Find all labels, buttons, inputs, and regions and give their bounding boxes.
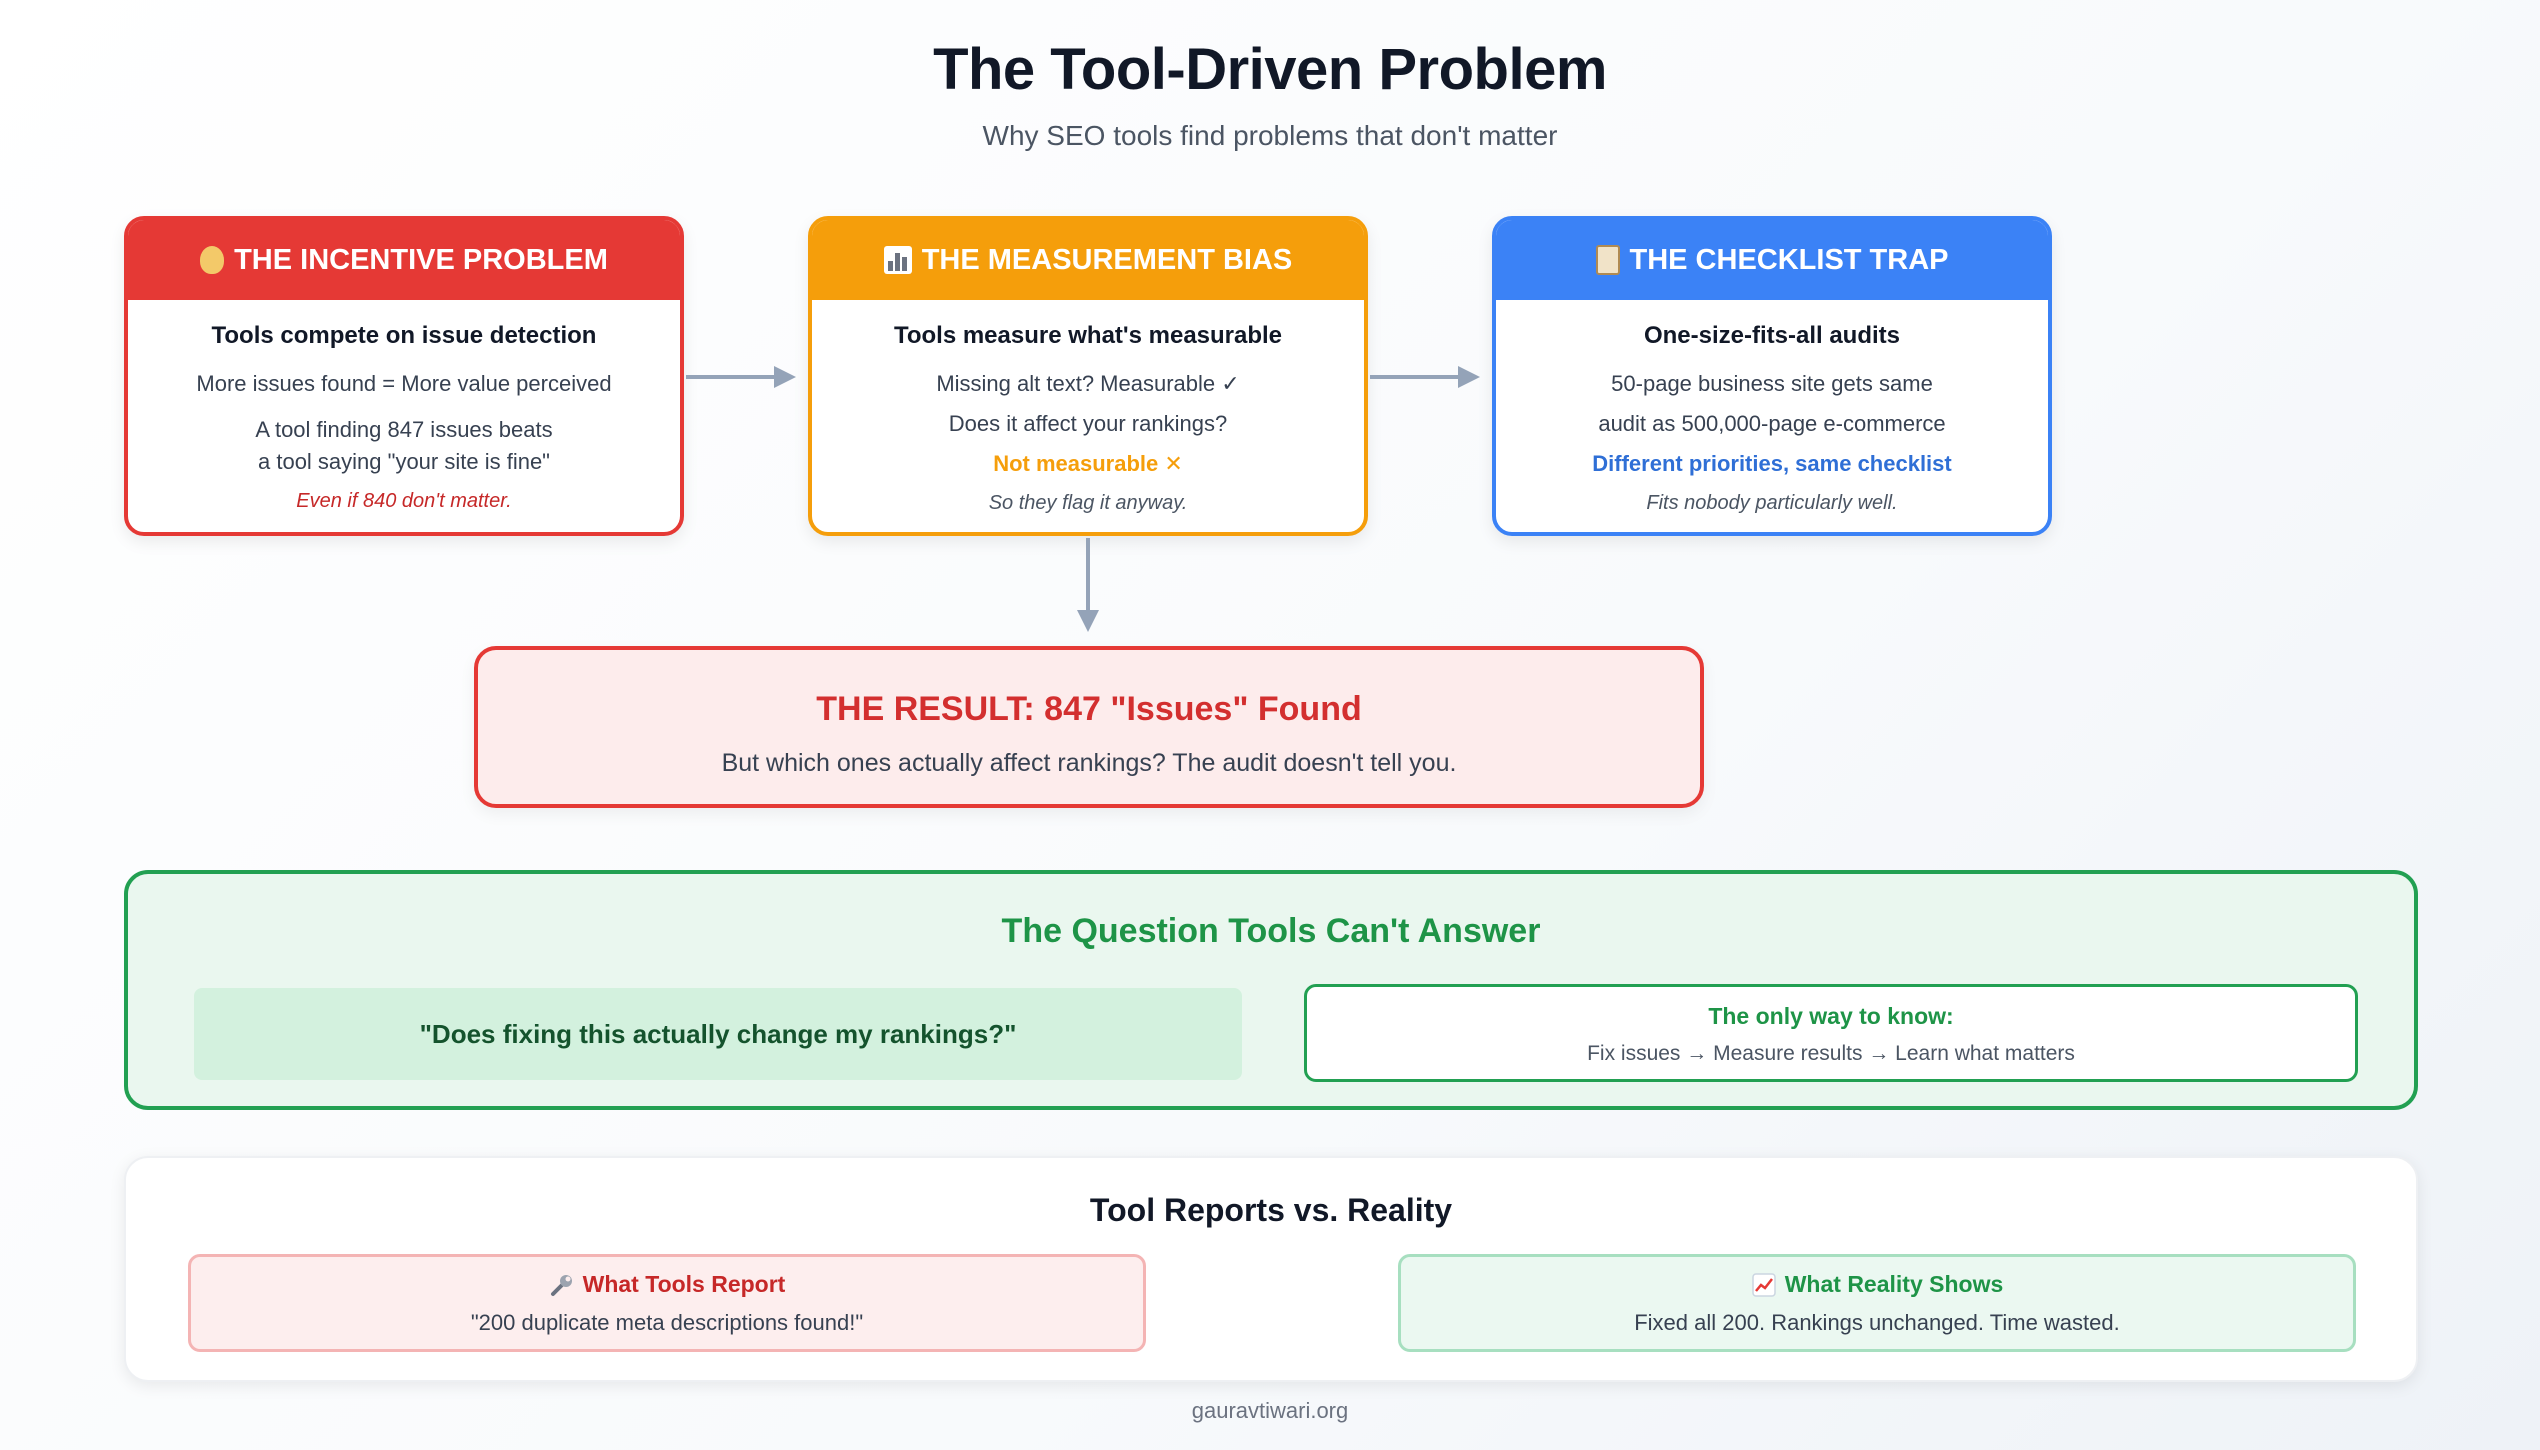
card-title: THE CHECKLIST TRAP xyxy=(1629,243,1949,276)
arrowhead-card2-to-result xyxy=(1077,610,1099,632)
card-title: THE INCENTIVE PROBLEM xyxy=(234,243,608,276)
card-header: THE CHECKLIST TRAP xyxy=(1496,220,2048,300)
arrowhead-card2-to-card3 xyxy=(1458,366,1480,388)
reality-panel: Tool Reports vs. Reality What Tools Repo… xyxy=(124,1156,2418,1382)
card-line: Does it affect your rankings? xyxy=(948,411,1228,436)
card-highlight: Not measurable ✕ xyxy=(993,451,1183,476)
card-line: audit as 500,000-page e-commerce xyxy=(1598,411,1946,436)
card-line: a tool saying "your site is fine" xyxy=(258,449,550,474)
result-text: But which ones actually affect rankings?… xyxy=(721,749,1457,777)
clipboard-icon xyxy=(1595,245,1620,275)
card-header: THE MEASUREMENT BIAS xyxy=(812,220,1364,300)
card-note: Even if 840 don't matter. xyxy=(296,490,512,512)
question-panel: The Question Tools Can't Answer "Does fi… xyxy=(124,870,2418,1110)
card-note: So they flag it anyway. xyxy=(988,492,1188,514)
card-highlight: Different priorities, same checklist xyxy=(1592,451,1952,476)
question-title: The Question Tools Can't Answer xyxy=(1001,912,1541,950)
wrench-icon xyxy=(550,1274,572,1296)
checklist-trap-card: THE CHECKLIST TRAP One-size-fits-all aud… xyxy=(1492,216,2052,536)
measurement-bias-card: THE MEASUREMENT BIAS Tools measure what'… xyxy=(808,216,1368,536)
page-subtitle: Why SEO tools find problems that don't m… xyxy=(982,120,1558,151)
tools-report-title: What Tools Report xyxy=(582,1271,786,1297)
reality-shows-box: What Reality Shows Fixed all 200. Rankin… xyxy=(1398,1254,2356,1352)
reality-shows-text: Fixed all 200. Rankings unchanged. Time … xyxy=(1634,1310,2120,1335)
bar-chart-icon xyxy=(883,246,912,274)
reality-title: Tool Reports vs. Reality xyxy=(1089,1192,1453,1228)
card-headline: One-size-fits-all audits xyxy=(1643,322,1901,349)
answer-box: The only way to know: Fix issues → Measu… xyxy=(1304,984,2358,1082)
tools-report-box: What Tools Report "200 duplicate meta de… xyxy=(188,1254,1146,1352)
incentive-problem-card: THE INCENTIVE PROBLEM Tools compete on i… xyxy=(124,216,684,536)
card-headline: Tools measure what's measurable xyxy=(893,322,1283,349)
card-line: Missing alt text? Measurable ✓ xyxy=(936,371,1240,396)
question-quote: "Does fixing this actually change my ran… xyxy=(194,988,1242,1080)
card-header: THE INCENTIVE PROBLEM xyxy=(128,220,680,300)
card-line: More issues found = More value perceived xyxy=(196,371,612,396)
trend-chart-icon xyxy=(1751,1272,1776,1297)
card-line: 50-page business site gets same xyxy=(1611,371,1933,396)
card-title: THE MEASUREMENT BIAS xyxy=(921,243,1293,276)
card-line: A tool finding 847 issues beats xyxy=(255,417,553,442)
card-note: Fits nobody particularly well. xyxy=(1646,492,1898,514)
answer-title: The only way to know: xyxy=(1708,1003,1954,1029)
reality-shows-title: What Reality Shows xyxy=(1784,1271,2004,1297)
page-title: The Tool-Driven Problem xyxy=(933,37,1607,102)
tools-report-text: "200 duplicate meta descriptions found!" xyxy=(470,1310,864,1335)
arrowhead-card1-to-card2 xyxy=(774,366,796,388)
result-box: THE RESULT: 847 "Issues" Found But which… xyxy=(474,646,1704,808)
moneybag-icon xyxy=(200,246,225,274)
footer-credit: gauravtiwari.org xyxy=(1191,1398,1349,1423)
result-title: THE RESULT: 847 "Issues" Found xyxy=(816,690,1362,728)
card-headline: Tools compete on issue detection xyxy=(211,322,597,349)
answer-text: Fix issues → Measure results → Learn wha… xyxy=(1587,1042,2075,1065)
